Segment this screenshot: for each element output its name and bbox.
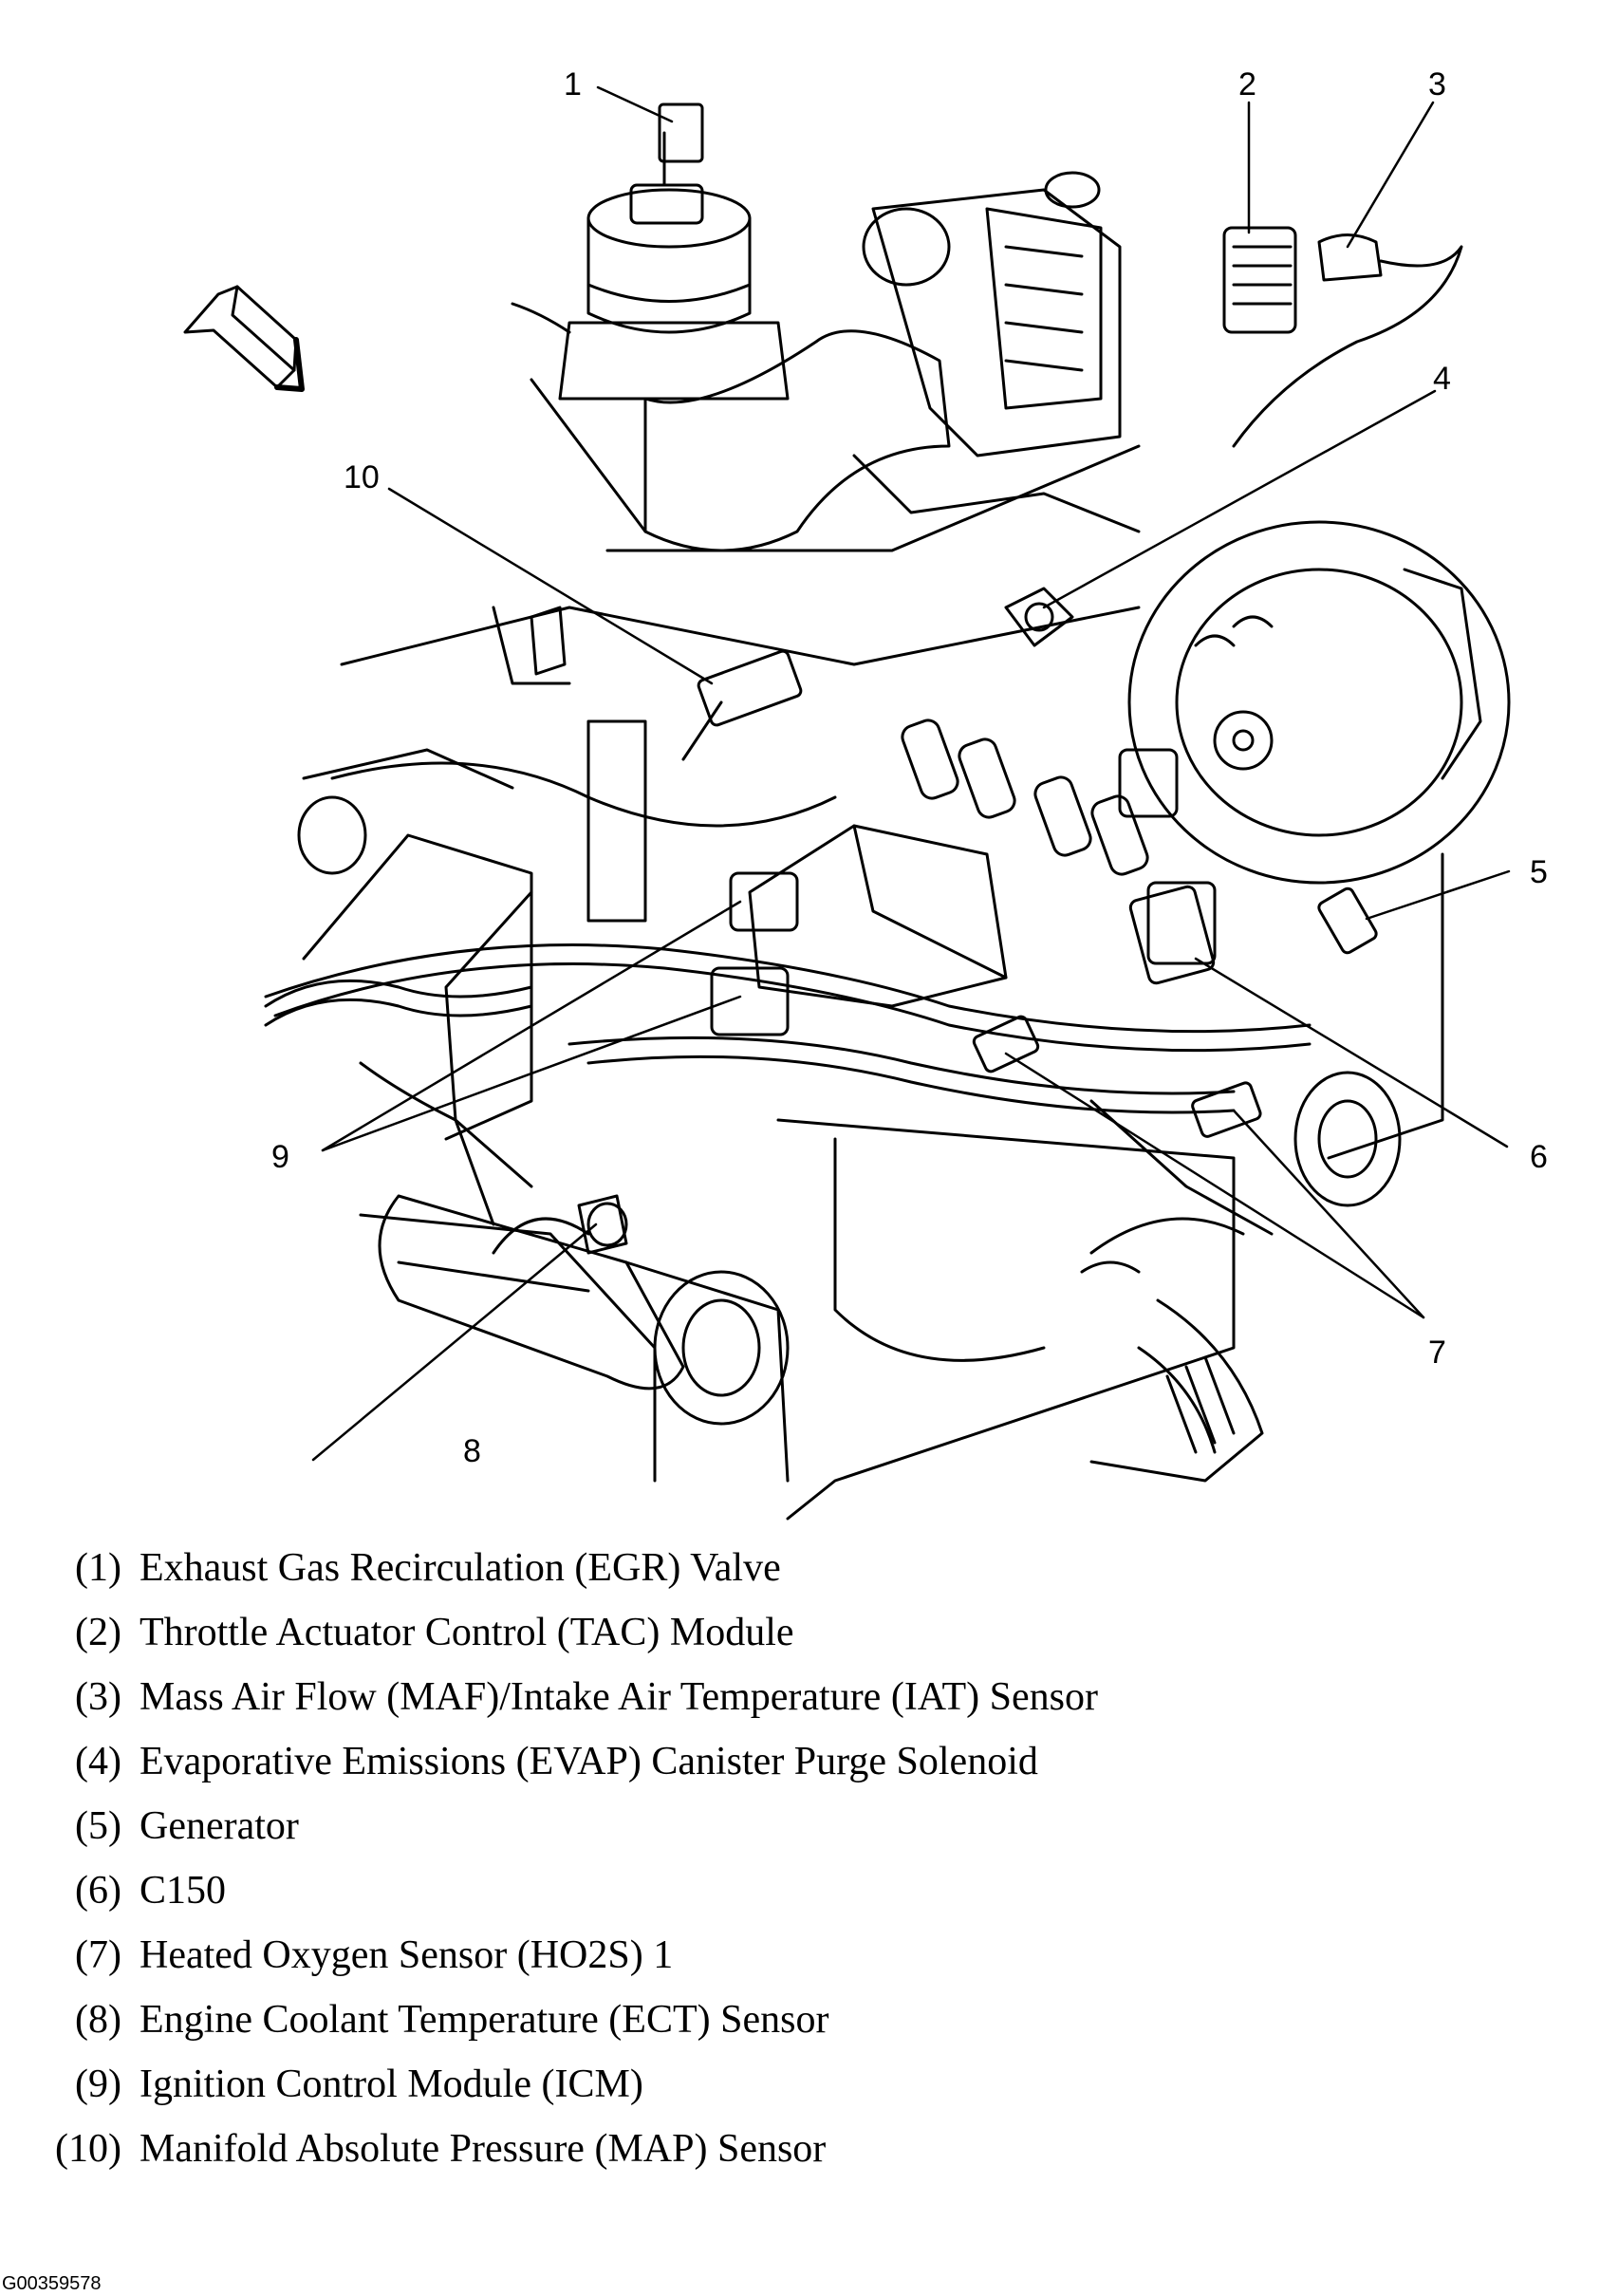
legend-number: (10)	[55, 2127, 121, 2171]
ect-sensor-drawing	[577, 1194, 628, 1255]
legend-number: (5)	[75, 1804, 121, 1848]
legend-item: (8) Engine Coolant Temperature (ECT) Sen…	[0, 1997, 1600, 2046]
legend-item: (6) C150	[0, 1868, 1600, 1917]
legend-label: Throttle Actuator Control (TAC) Module	[140, 1611, 794, 1654]
legend-label: Manifold Absolute Pressure (MAP) Sensor	[140, 2127, 827, 2171]
legend-label: Ignition Control Module (ICM)	[140, 2063, 643, 2106]
legend-number: (3)	[75, 1675, 121, 1719]
legend-item: (10) Manifold Absolute Pressure (MAP) Se…	[0, 2126, 1600, 2175]
legend-number: (2)	[75, 1611, 121, 1654]
legend-label: C150	[140, 1869, 227, 1913]
callout-9: 9	[271, 1139, 289, 1175]
legend-item: (1) Exhaust Gas Recirculation (EGR) Valv…	[0, 1545, 1600, 1595]
legend-item: (4) Evaporative Emissions (EVAP) Caniste…	[0, 1739, 1600, 1788]
legend-label: Engine Coolant Temperature (ECT) Sensor	[140, 1998, 829, 2042]
legend-number: (9)	[75, 2063, 121, 2106]
c150-connector-drawing	[1128, 885, 1378, 985]
map-sensor-drawing	[681, 649, 803, 761]
leader-lines	[311, 85, 1511, 1462]
legend-number: (7)	[75, 1933, 121, 1977]
ignition-coil-pack-drawing	[710, 719, 1217, 1036]
legend-item: (7) Heated Oxygen Sensor (HO2S) 1	[0, 1932, 1600, 1982]
ho2s-sensor-drawing	[972, 1015, 1262, 1274]
figure-id: G00359578	[2, 2273, 102, 2294]
callout-4: 4	[1433, 361, 1451, 397]
callout-1: 1	[564, 66, 582, 103]
throttle-body-drawing	[862, 171, 1463, 457]
legend-number: (1)	[75, 1546, 121, 1590]
intake-manifold-drawing	[530, 329, 1141, 552]
callout-5: 5	[1530, 854, 1548, 890]
legend-label: Heated Oxygen Sensor (HO2S) 1	[140, 1933, 674, 1977]
legend-item: (9) Ignition Control Module (ICM)	[0, 2062, 1600, 2111]
legend-number: (6)	[75, 1869, 121, 1913]
legend-label: Exhaust Gas Recirculation (EGR) Valve	[140, 1546, 781, 1590]
engine-component-locator-diagram: 1 2 3 4 5 6 7 8 9 10	[183, 66, 1548, 1521]
callout-7: 7	[1428, 1335, 1446, 1371]
legend-number: (8)	[75, 1998, 121, 2042]
legend-item: (2) Throttle Actuator Control (TAC) Modu…	[0, 1610, 1600, 1659]
legend-number: (4)	[75, 1740, 121, 1783]
exhaust-pipe-drawing	[359, 1061, 790, 1483]
callout-6: 6	[1530, 1139, 1548, 1175]
callout-10: 10	[344, 459, 380, 495]
engine-block-drawing	[264, 606, 1312, 1521]
callout-2: 2	[1238, 66, 1256, 103]
legend-label: Mass Air Flow (MAF)/Intake Air Temperatu…	[140, 1675, 1098, 1719]
generator-drawing	[1127, 520, 1511, 1207]
evap-solenoid-drawing	[1004, 587, 1074, 647]
hose-drawing	[264, 606, 571, 1027]
legend-item: (3) Mass Air Flow (MAF)/Intake Air Tempe…	[0, 1674, 1600, 1724]
legend-item: (5) Generator	[0, 1803, 1600, 1853]
egr-valve-drawing	[511, 103, 790, 401]
callout-3: 3	[1428, 66, 1446, 103]
front-direction-arrow-icon	[183, 285, 305, 392]
callout-8: 8	[463, 1433, 481, 1469]
legend-label: Evaporative Emissions (EVAP) Canister Pu…	[140, 1740, 1038, 1783]
legend-label: Generator	[140, 1804, 299, 1848]
